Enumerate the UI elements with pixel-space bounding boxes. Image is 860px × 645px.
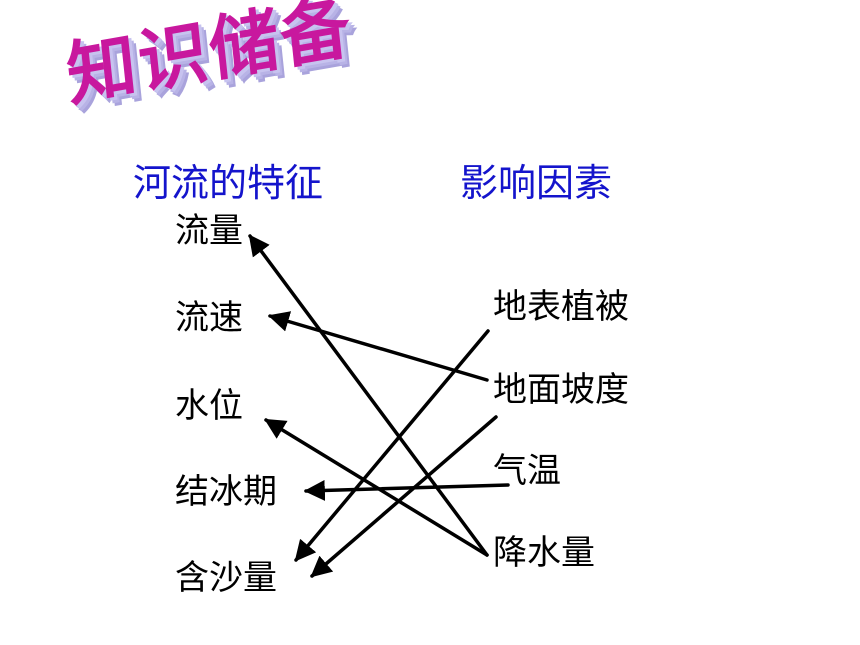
arrow-temperature-to-freeze-period: [303, 479, 510, 501]
arrow-precipitation-to-flow-volume: [248, 234, 489, 557]
arrow-ground-slope-to-sediment: [310, 415, 498, 578]
arrow-ground-slope-to-flow-speed: [267, 311, 489, 382]
header-influencing-factors: 影响因素: [460, 161, 613, 205]
feature-flow-speed: 流速: [175, 298, 243, 338]
factor-surface-vegetation: 地表植被: [493, 287, 629, 327]
header-river-features: 河流的特征: [133, 161, 324, 205]
arrow-vegetation-to-sediment: [294, 329, 490, 562]
factor-ground-slope: 地面坡度: [493, 370, 629, 410]
feature-water-level: 水位: [175, 386, 243, 426]
feature-freeze-period: 结冰期: [175, 472, 277, 512]
feature-flow-volume: 流量: [175, 211, 243, 251]
feature-sediment-content: 含沙量: [175, 558, 277, 598]
factor-precipitation: 降水量: [493, 533, 595, 573]
